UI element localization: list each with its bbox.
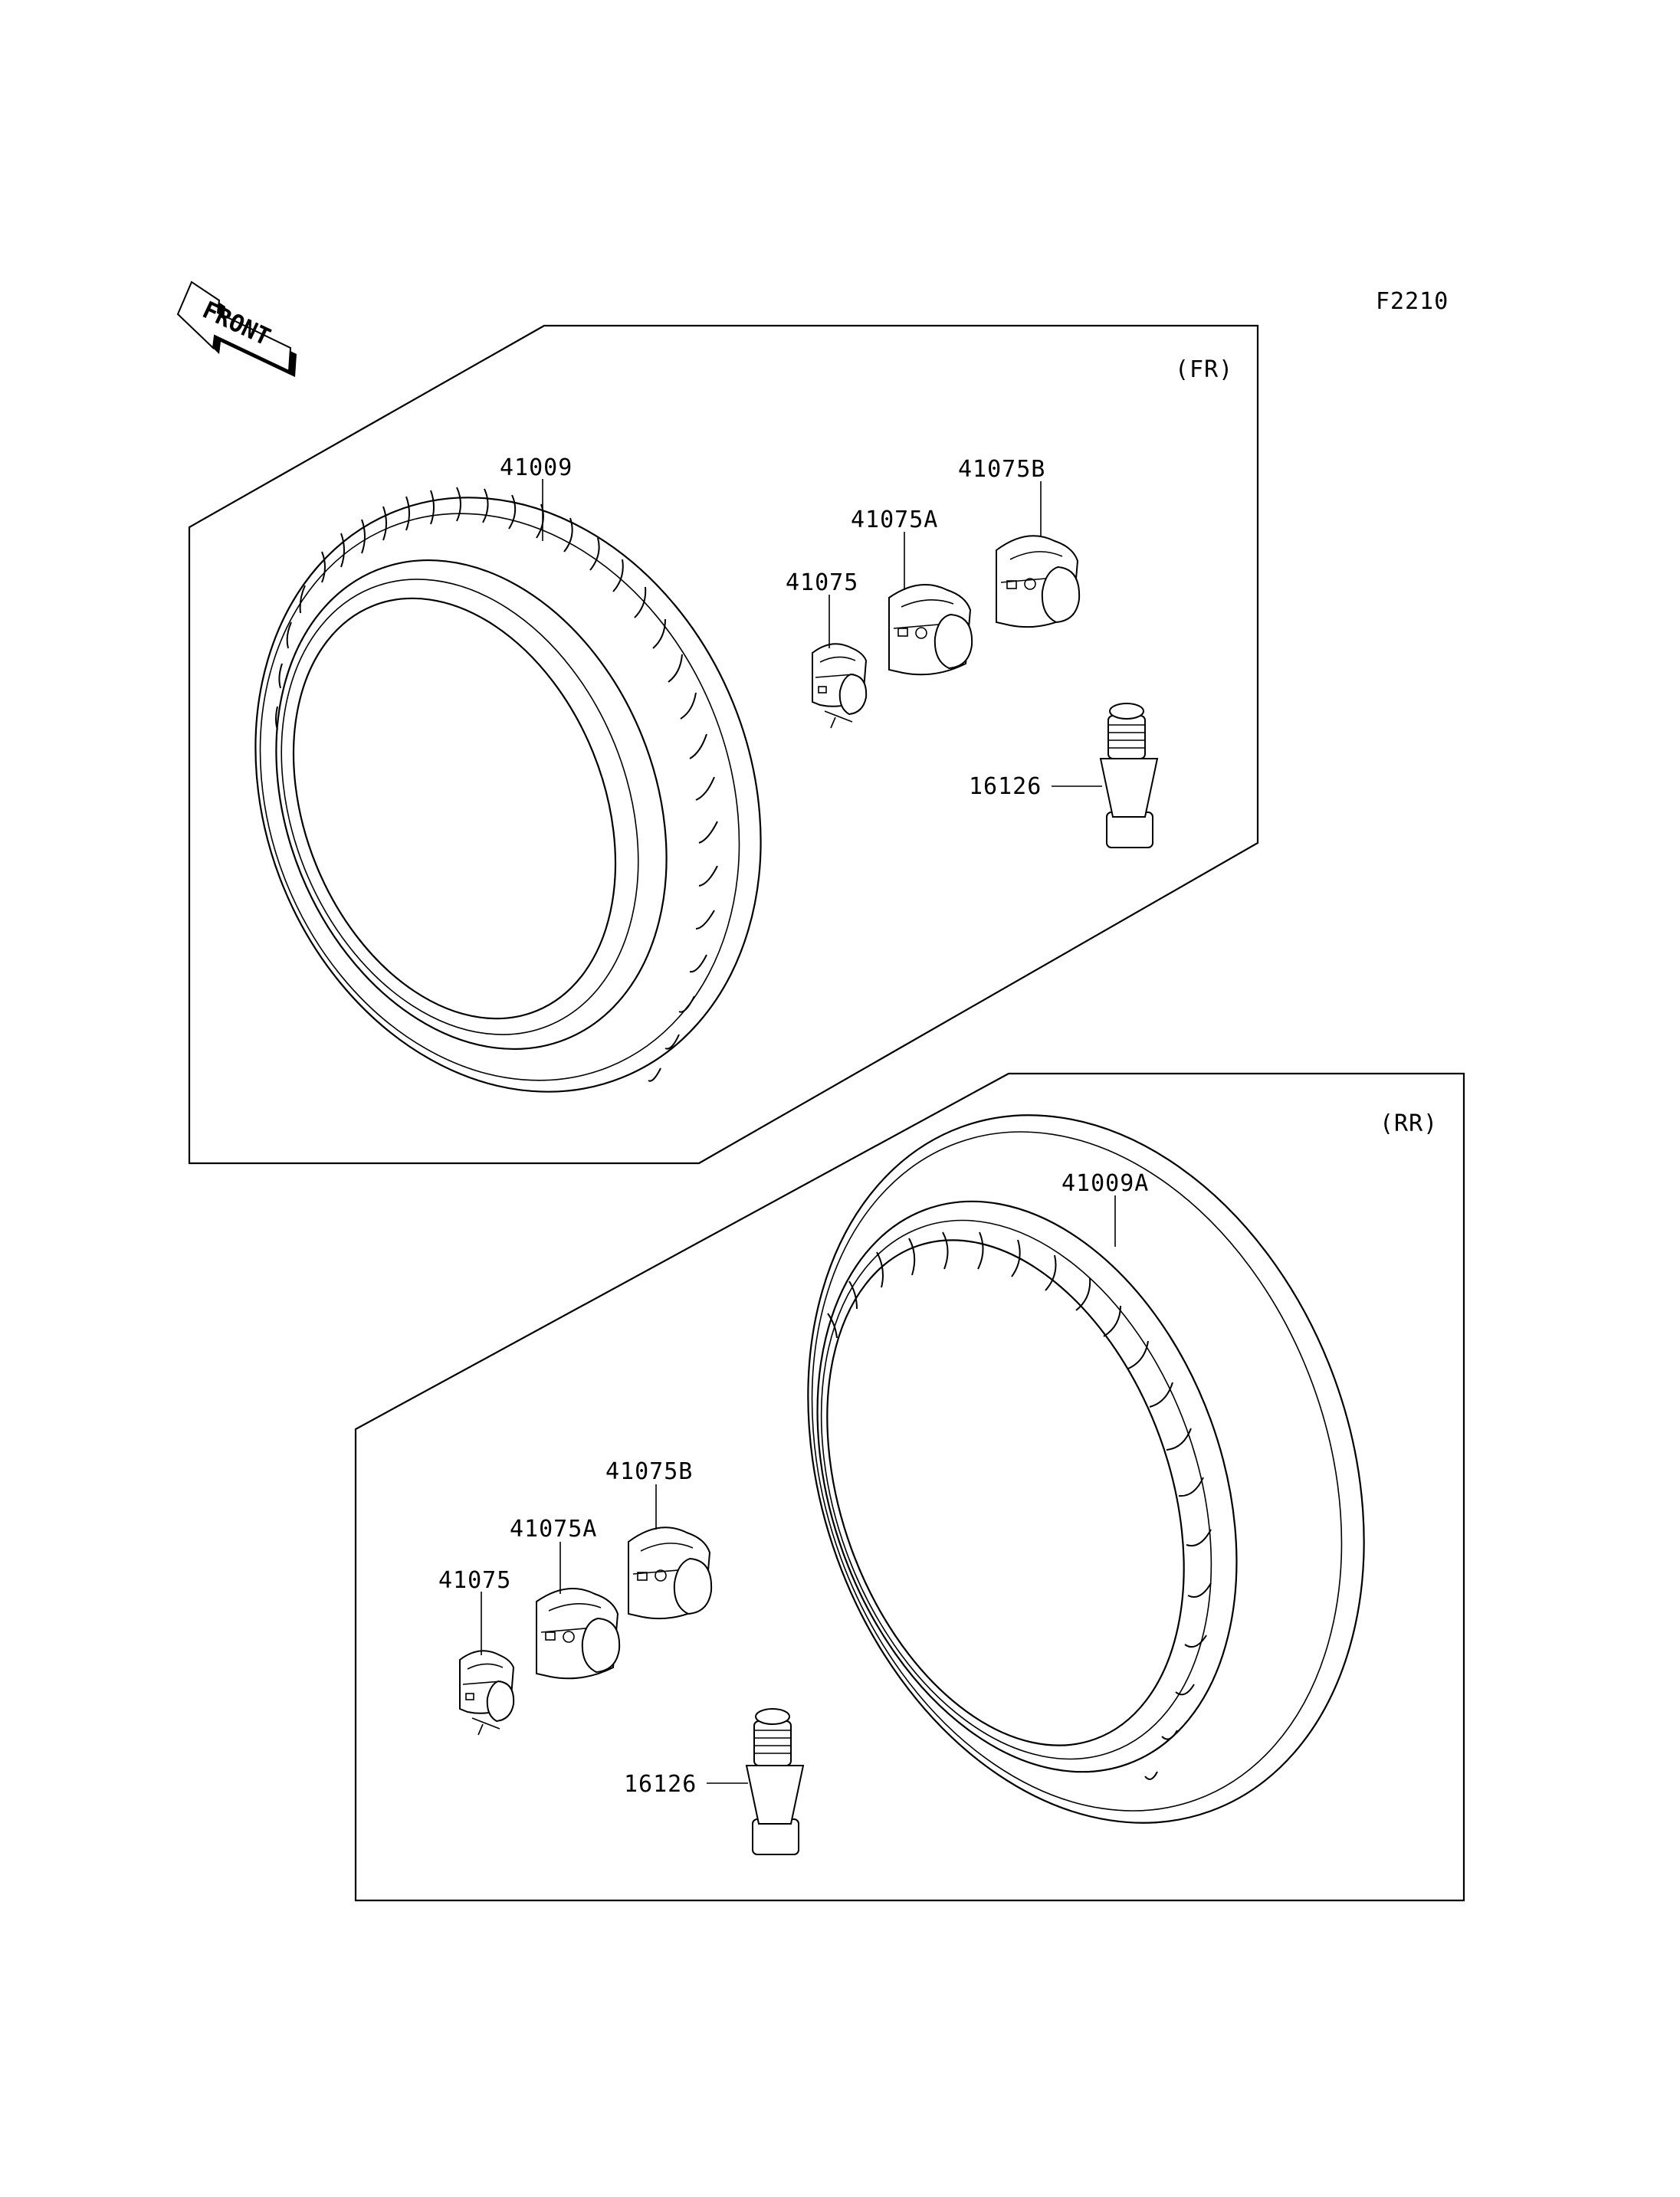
front-weight-icon <box>812 643 868 729</box>
front-panel-frame <box>188 324 1259 1165</box>
front-weight-label: 41075 <box>786 569 858 596</box>
front-weight-b-label: 41075B <box>958 456 1045 483</box>
front-arrow-icon: FRONT <box>176 280 297 377</box>
rear-panel-frame <box>354 1072 1465 1902</box>
rear-panel-tag: (RR) <box>1380 1110 1438 1137</box>
front-panel-tag: (FR) <box>1175 356 1233 383</box>
rear-tire-label: 41009A <box>1061 1170 1149 1197</box>
rear-weight-a-icon <box>536 1587 621 1680</box>
front-valve-label: 16126 <box>969 773 1042 800</box>
rear-valve-icon <box>745 1708 805 1855</box>
front-valve-icon <box>1099 703 1159 848</box>
front-tire-label: 41009 <box>500 454 573 481</box>
front-weight-a-label: 41075A <box>851 507 938 533</box>
rear-weight-label: 41075 <box>438 1567 511 1594</box>
rear-weight-icon <box>459 1650 515 1736</box>
front-weight-a-icon <box>888 583 973 676</box>
rear-weight-b-label: 41075B <box>605 1458 693 1485</box>
rear-weight-b-icon <box>628 1526 713 1620</box>
rear-valve-label: 16126 <box>624 1771 697 1798</box>
figure-code: F2210 <box>1376 288 1449 315</box>
front-weight-b-icon <box>996 535 1081 628</box>
rear-tire-icon <box>807 1114 1365 1824</box>
rear-weight-a-label: 41075A <box>510 1516 597 1543</box>
front-tire-icon <box>254 487 762 1093</box>
